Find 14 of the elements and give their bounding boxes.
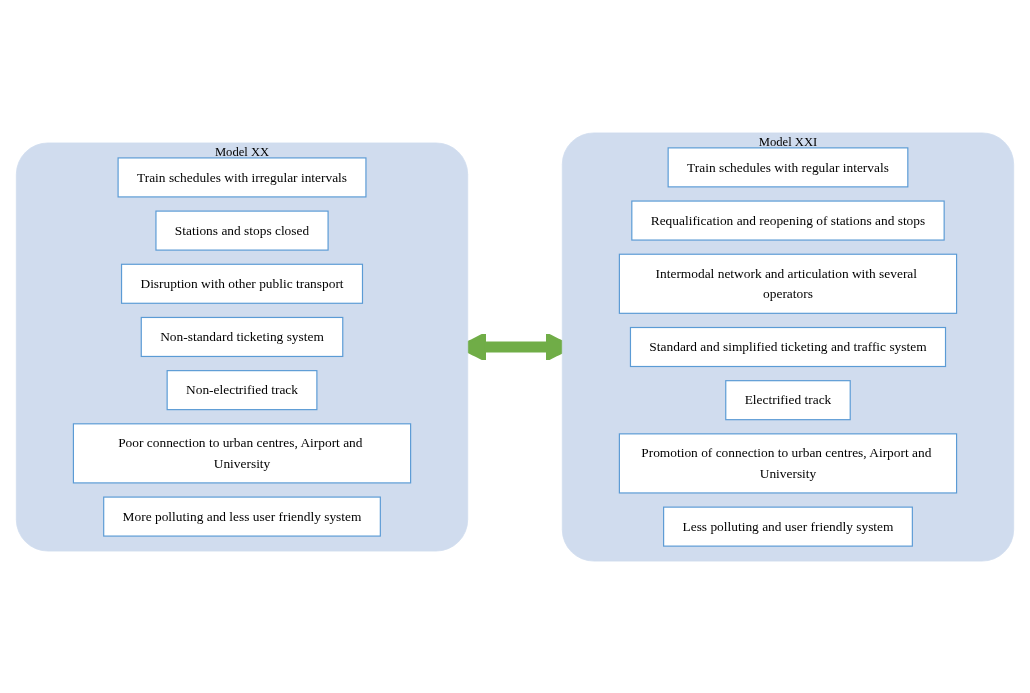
node-box: Non-standard ticketing system — [140, 316, 344, 357]
node-box: Less polluting and user friendly system — [663, 506, 913, 547]
node-box: Train schedules with irregular intervals — [117, 156, 367, 197]
node-box: Electrified track — [725, 379, 851, 420]
node-box: Requalification and reopening of stations and stops — [631, 199, 945, 241]
node-box: Stations and stops closed — [155, 210, 329, 251]
node-box: More polluting and less user friendly system — [103, 496, 381, 537]
node-box: Disruption with other public transport — [120, 263, 364, 304]
node-box: Non-electrified track — [166, 369, 318, 410]
node-box: Intermodal network and articulation with several operators — [618, 253, 958, 314]
node-box: Standard and simplified ticketing and traffic system — [629, 326, 947, 367]
node-box: Train schedules with regular intervals — [667, 146, 909, 187]
node-box: Poor connection to urban centres, Airport and University — [72, 422, 412, 483]
node-box: Promotion of connection to urban centres, Airport and University — [618, 432, 958, 494]
